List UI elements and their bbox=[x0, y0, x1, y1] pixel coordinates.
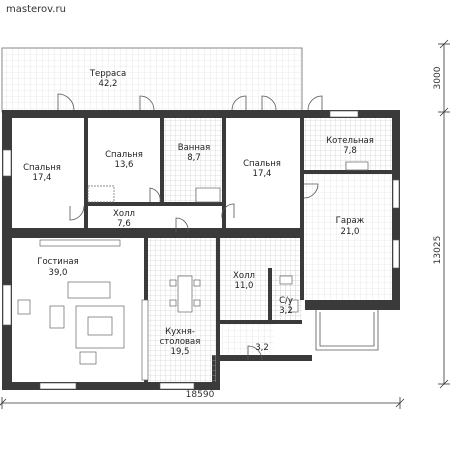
label-porch-area: 3,2 bbox=[255, 343, 269, 353]
dimension-width: 18590 bbox=[186, 390, 215, 400]
label-wc-area: 3,2 bbox=[279, 306, 293, 316]
label-living-name: Гостиная bbox=[37, 257, 78, 267]
site-name: masterov.ru bbox=[6, 4, 66, 15]
label-garage-name: Гараж bbox=[336, 216, 365, 226]
dimension-depth: 13025 bbox=[433, 236, 443, 265]
label-wc-name: С/у bbox=[279, 296, 293, 306]
doors bbox=[57, 93, 323, 361]
label-bathroom-name: Ванная bbox=[178, 143, 210, 153]
room-boiler bbox=[304, 118, 392, 170]
label-boiler-area: 7,8 bbox=[343, 146, 357, 156]
label-bathroom-area: 8,7 bbox=[187, 153, 201, 163]
room-bedroom-2 bbox=[88, 118, 160, 202]
label-hall-2-name: Холл bbox=[233, 271, 255, 281]
dimension-terrace-depth: 3000 bbox=[433, 66, 443, 89]
label-terrace-name: Терраса bbox=[89, 69, 126, 79]
label-bedroom-3-area: 17,4 bbox=[253, 169, 272, 179]
room-labels: Терраса 42,2 Спальня 17,4 Спальня 13,6 В… bbox=[23, 69, 374, 357]
label-bedroom-1-name: Спальня bbox=[23, 163, 61, 173]
room-hall-1 bbox=[88, 206, 222, 228]
label-garage-area: 21,0 bbox=[341, 227, 360, 237]
room-bedroom-1 bbox=[12, 118, 84, 228]
room-bedroom-3 bbox=[226, 118, 300, 228]
label-kitchen-area: 19,5 bbox=[171, 347, 190, 357]
label-terrace-area: 42,2 bbox=[99, 79, 118, 89]
label-bedroom-1-area: 17,4 bbox=[33, 173, 52, 183]
label-bedroom-2-name: Спальня bbox=[105, 150, 143, 160]
windows bbox=[2, 110, 400, 390]
label-bedroom-3-name: Спальня bbox=[243, 159, 281, 169]
label-bedroom-2-area: 13,6 bbox=[115, 160, 134, 170]
label-hall-2-area: 11,0 bbox=[235, 281, 254, 291]
label-kitchen-name-2: столовая bbox=[160, 337, 201, 347]
label-hall-1-name: Холл bbox=[113, 209, 135, 219]
room-garage bbox=[304, 174, 392, 300]
furniture bbox=[17, 161, 369, 381]
label-kitchen-name: Кухня- bbox=[165, 327, 195, 337]
label-living-area: 39,0 bbox=[49, 268, 68, 278]
terrace bbox=[1, 47, 303, 113]
label-boiler-name: Котельная bbox=[326, 136, 374, 146]
dimension-lines bbox=[0, 39, 450, 409]
label-hall-1-area: 7,6 bbox=[117, 219, 131, 229]
garage-entry bbox=[315, 310, 379, 351]
